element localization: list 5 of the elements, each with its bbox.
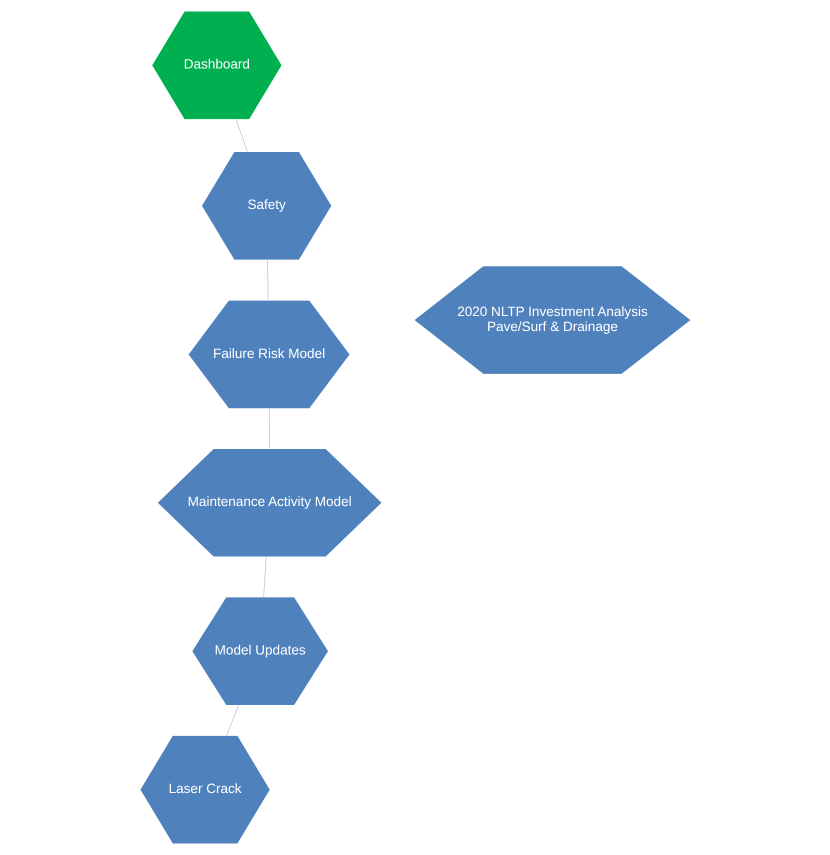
- connector: [268, 408, 270, 449]
- connector: [226, 705, 238, 736]
- connector: [266, 260, 268, 301]
- connector: [235, 119, 248, 152]
- connector: [262, 556, 266, 598]
